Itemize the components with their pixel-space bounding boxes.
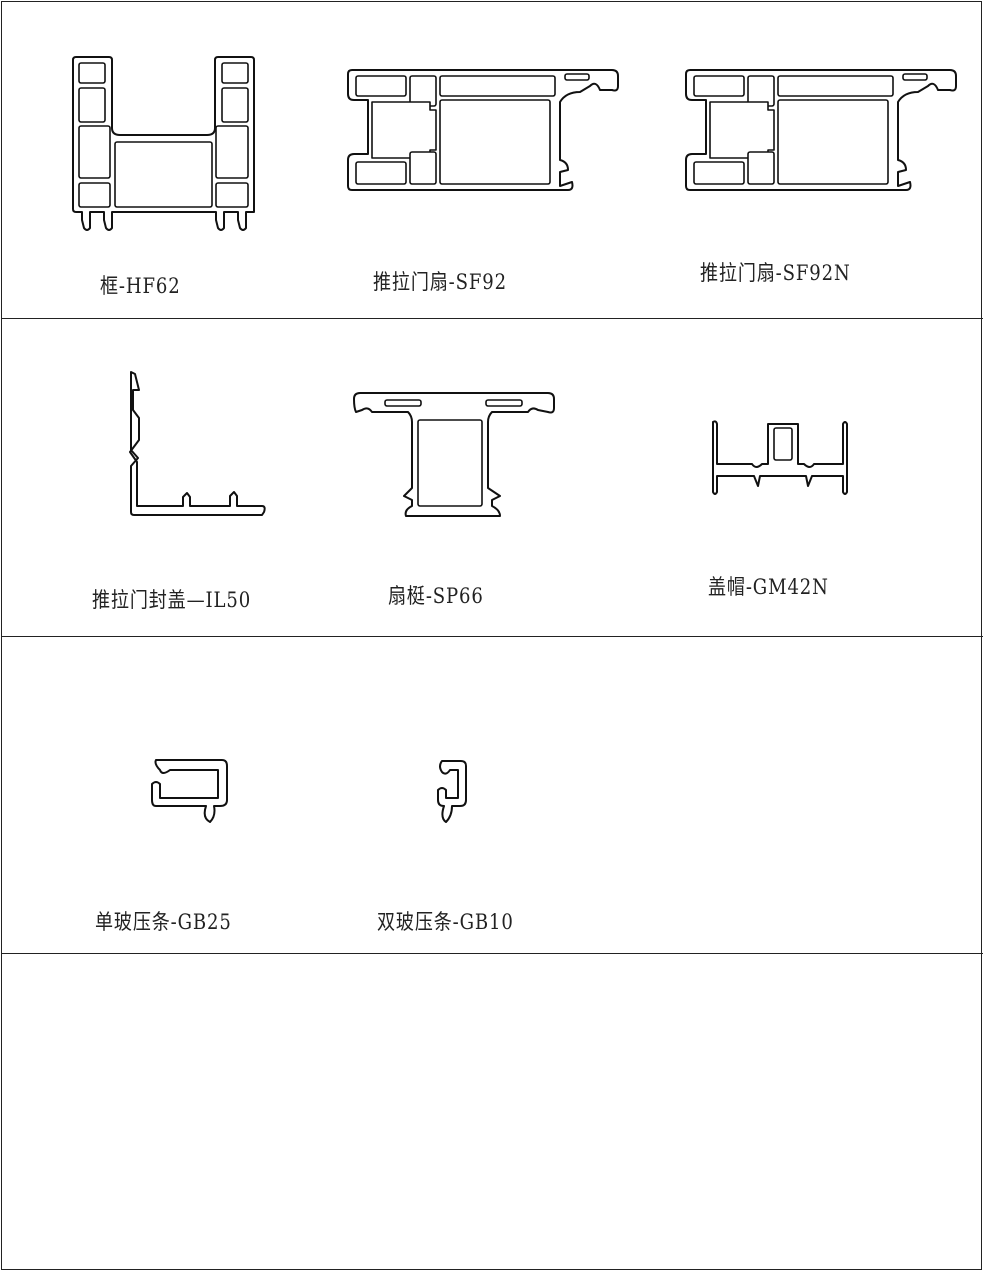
profile-gm42n-drawing [712, 420, 848, 495]
profile-sf92-drawing [347, 69, 619, 191]
profile-label-il50: 推拉门封盖—IL50 [92, 588, 252, 612]
profile-label-sf92n: 推拉门扇-SF92N [700, 261, 851, 285]
profile-label-sf92: 推拉门扇-SF92 [373, 270, 507, 294]
profile-sp66-drawing [353, 392, 555, 517]
profile-hf62-drawing [72, 56, 255, 231]
profile-label-gm42n: 盖帽-GM42N [708, 575, 829, 599]
row-divider [1, 318, 983, 319]
profile-label-hf62: 框-HF62 [100, 274, 181, 298]
row-divider [1, 953, 983, 954]
profile-il50-drawing [129, 371, 266, 516]
profile-label-sp66: 扇梃-SP66 [388, 584, 484, 608]
profile-gb10-drawing [437, 760, 467, 823]
row-divider [1, 636, 983, 637]
profile-sf92n-drawing [685, 69, 957, 191]
profile-label-gb25: 单玻压条-GB25 [95, 910, 232, 934]
profile-label-gb10: 双玻压条-GB10 [377, 910, 514, 934]
profile-gb25-drawing [151, 759, 228, 823]
